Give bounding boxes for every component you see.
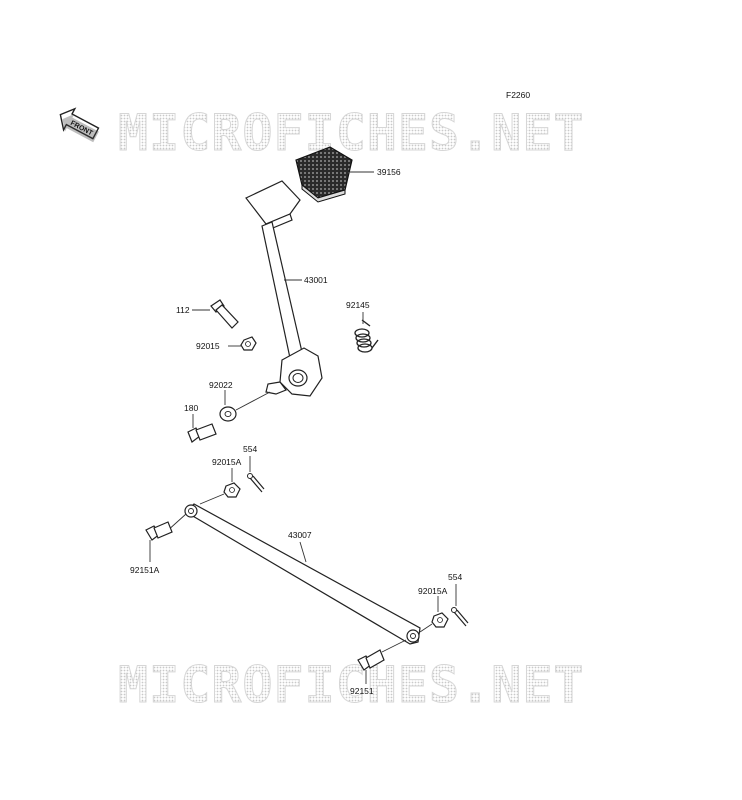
watermark-top: MICROFICHES.NET (118, 104, 585, 162)
pedal-rubber-39156 (295, 146, 353, 203)
watermark-bottom: MICROFICHES.NET (118, 656, 585, 714)
label-39156: 39156 (377, 167, 401, 177)
assembly-line-92151 (381, 639, 407, 653)
label-92145: 92145 (346, 300, 370, 310)
label-92015A-top: 92015A (212, 457, 242, 467)
label-554-bottom: 554 (448, 572, 462, 582)
washer-92022 (219, 406, 237, 422)
nut-92015A-bottom (431, 612, 449, 628)
label-43001: 43001 (304, 275, 328, 285)
label-180: 180 (184, 403, 198, 413)
nut-92015 (240, 336, 257, 351)
bolt-92151A (145, 521, 173, 541)
assembly-line-bottom (419, 623, 433, 633)
spring-92145 (354, 319, 379, 353)
assembly-line-top (199, 493, 225, 505)
label-92151: 92151 (350, 686, 374, 696)
front-arrow-icon: FRONT (59, 107, 100, 143)
nut-92015A-top (223, 482, 241, 498)
leader-92022 (235, 391, 271, 411)
label-92022: 92022 (209, 380, 233, 390)
bolt-180 (187, 423, 217, 443)
rod-43007 (184, 503, 421, 645)
bolt-112 (210, 299, 239, 329)
label-43007: 43007 (288, 530, 312, 540)
cotter-pin-554-top (247, 473, 265, 493)
label-92015: 92015 (196, 341, 220, 351)
label-92151A: 92151A (130, 565, 160, 575)
bolt-92151 (357, 649, 385, 671)
cotter-pin-554-bottom (451, 607, 469, 627)
label-554-top: 554 (243, 444, 257, 454)
figure-code: F2260 (506, 90, 530, 100)
leader-43007 (299, 541, 307, 563)
label-112: 112 (176, 305, 190, 315)
label-92015A-bottom: 92015A (418, 586, 448, 596)
brake-pedal-43001 (245, 180, 323, 397)
